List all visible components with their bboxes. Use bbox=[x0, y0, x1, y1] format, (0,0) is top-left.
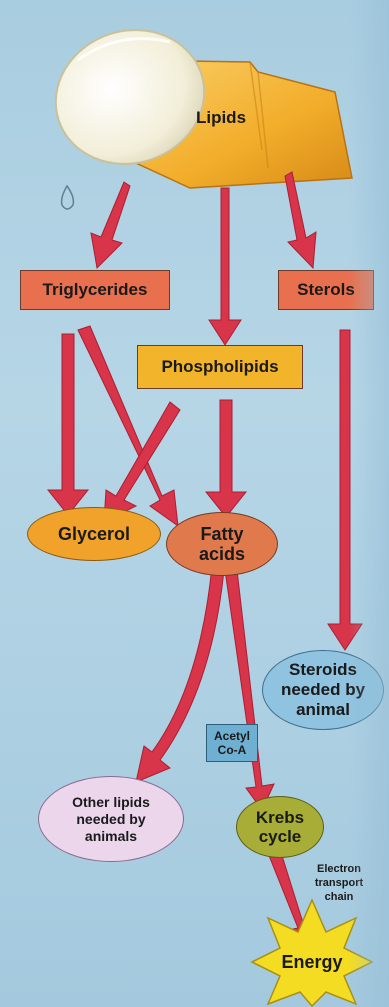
node-other-lipids: Other lipids needed by animals bbox=[38, 776, 184, 862]
droplet-icon bbox=[62, 186, 74, 209]
node-fatty-acids: Fatty acids bbox=[166, 512, 278, 576]
tipped-container-icon bbox=[38, 11, 352, 188]
arrow-phospholipids-to-fatty-acids bbox=[206, 400, 246, 517]
node-energy: Energy bbox=[270, 948, 354, 976]
arrow-lipids-to-phospholipids bbox=[209, 188, 241, 345]
node-lipids: Lipids bbox=[186, 106, 256, 128]
electron-transport-text: Electron transport chain bbox=[302, 862, 376, 904]
steroids-label: Steroids needed by animal bbox=[275, 660, 371, 720]
node-steroids: Steroids needed by animal bbox=[262, 650, 384, 730]
arrow-triglycerides-to-glycerol bbox=[48, 334, 88, 515]
arrow-lipids-to-sterols bbox=[285, 172, 316, 268]
label-electron-transport: Electron transport chain bbox=[302, 860, 376, 906]
fatty-acids-label: Fatty acids bbox=[181, 524, 263, 564]
acetyl-coa-label: Acetyl Co-A bbox=[213, 729, 251, 757]
node-phospholipids: Phospholipids bbox=[137, 345, 303, 389]
node-glycerol: Glycerol bbox=[27, 507, 161, 561]
krebs-label: Krebs cycle bbox=[253, 808, 307, 846]
other-lipids-label: Other lipids needed by animals bbox=[59, 794, 163, 845]
node-triglycerides: Triglycerides bbox=[20, 270, 170, 310]
node-krebs: Krebs cycle bbox=[236, 796, 324, 858]
arrow-sterols-to-steroids bbox=[328, 330, 362, 650]
arrow-lipids-to-triglycerides bbox=[91, 182, 130, 268]
node-acetyl-coa: Acetyl Co-A bbox=[206, 724, 258, 762]
node-sterols: Sterols bbox=[278, 270, 374, 310]
